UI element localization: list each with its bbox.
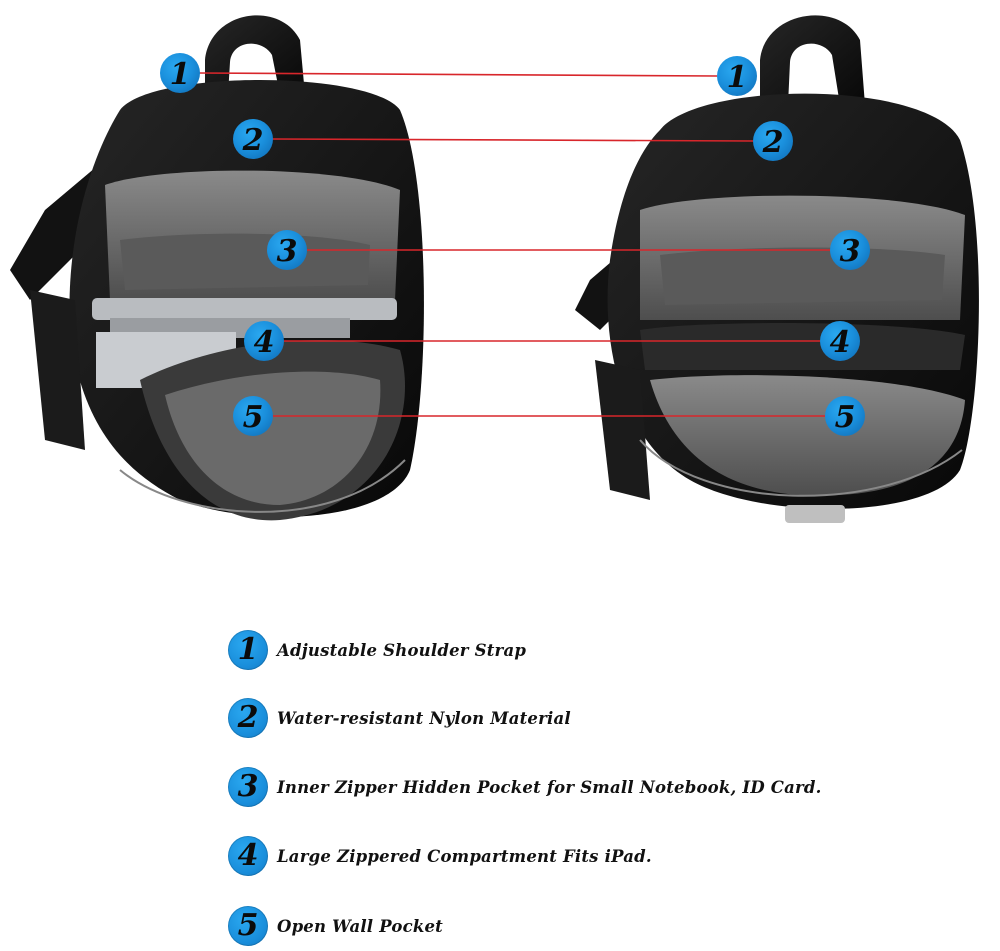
svg-text:5: 5 [243,400,264,435]
right-badge-4: 4 [820,321,860,361]
left-badge-2: 2 [233,119,273,159]
legend-label: Inner Zipper Hidden Pocket for Small Not… [277,777,822,797]
right-badge-2: 2 [753,121,793,161]
svg-text:2: 2 [242,123,264,158]
svg-text:1: 1 [170,57,191,92]
svg-text:4: 4 [254,325,275,360]
legend-label: Open Wall Pocket [277,916,443,936]
callout-line-1 [197,72,718,77]
left-badge-5: 5 [233,396,273,436]
svg-text:3: 3 [277,234,298,269]
svg-text:5: 5 [835,400,856,435]
left-badge-1: 1 [160,53,200,93]
bag-illustration: 1 2 3 4 5 1 2 3 [10,15,979,523]
legend-label: Water-resistant Nylon Material [277,708,571,728]
left-badge-4: 4 [244,321,284,361]
right-badge-1: 1 [717,56,757,96]
number-badge: 1 [228,630,268,670]
legend-item-5: 5 Open Wall Pocket [228,902,443,950]
svg-text:4: 4 [830,325,851,360]
left-bag [10,15,424,521]
legend-label: Adjustable Shoulder Strap [277,640,527,660]
right-badge-3: 3 [830,230,870,270]
right-bag [575,15,979,523]
legend-item-1: 1 Adjustable Shoulder Strap [228,626,526,674]
svg-text:3: 3 [840,234,861,269]
callout-line-2 [271,138,754,142]
legend-label: Large Zippered Compartment Fits iPad. [277,846,652,866]
legend-item-2: 2 Water-resistant Nylon Material [228,694,571,742]
right-badge-5: 5 [825,396,865,436]
left-badge-3: 3 [267,230,307,270]
number-badge: 5 [228,906,268,946]
number-badge: 4 [228,836,268,876]
svg-text:2: 2 [762,125,784,160]
number-badge: 2 [228,698,268,738]
legend-item-4: 4 Large Zippered Compartment Fits iPad. [228,832,652,880]
svg-text:1: 1 [727,60,748,95]
product-photo: 1 2 3 4 5 1 2 3 [10,15,979,523]
number-badge: 3 [228,767,268,807]
legend-item-3: 3 Inner Zipper Hidden Pocket for Small N… [228,763,822,811]
